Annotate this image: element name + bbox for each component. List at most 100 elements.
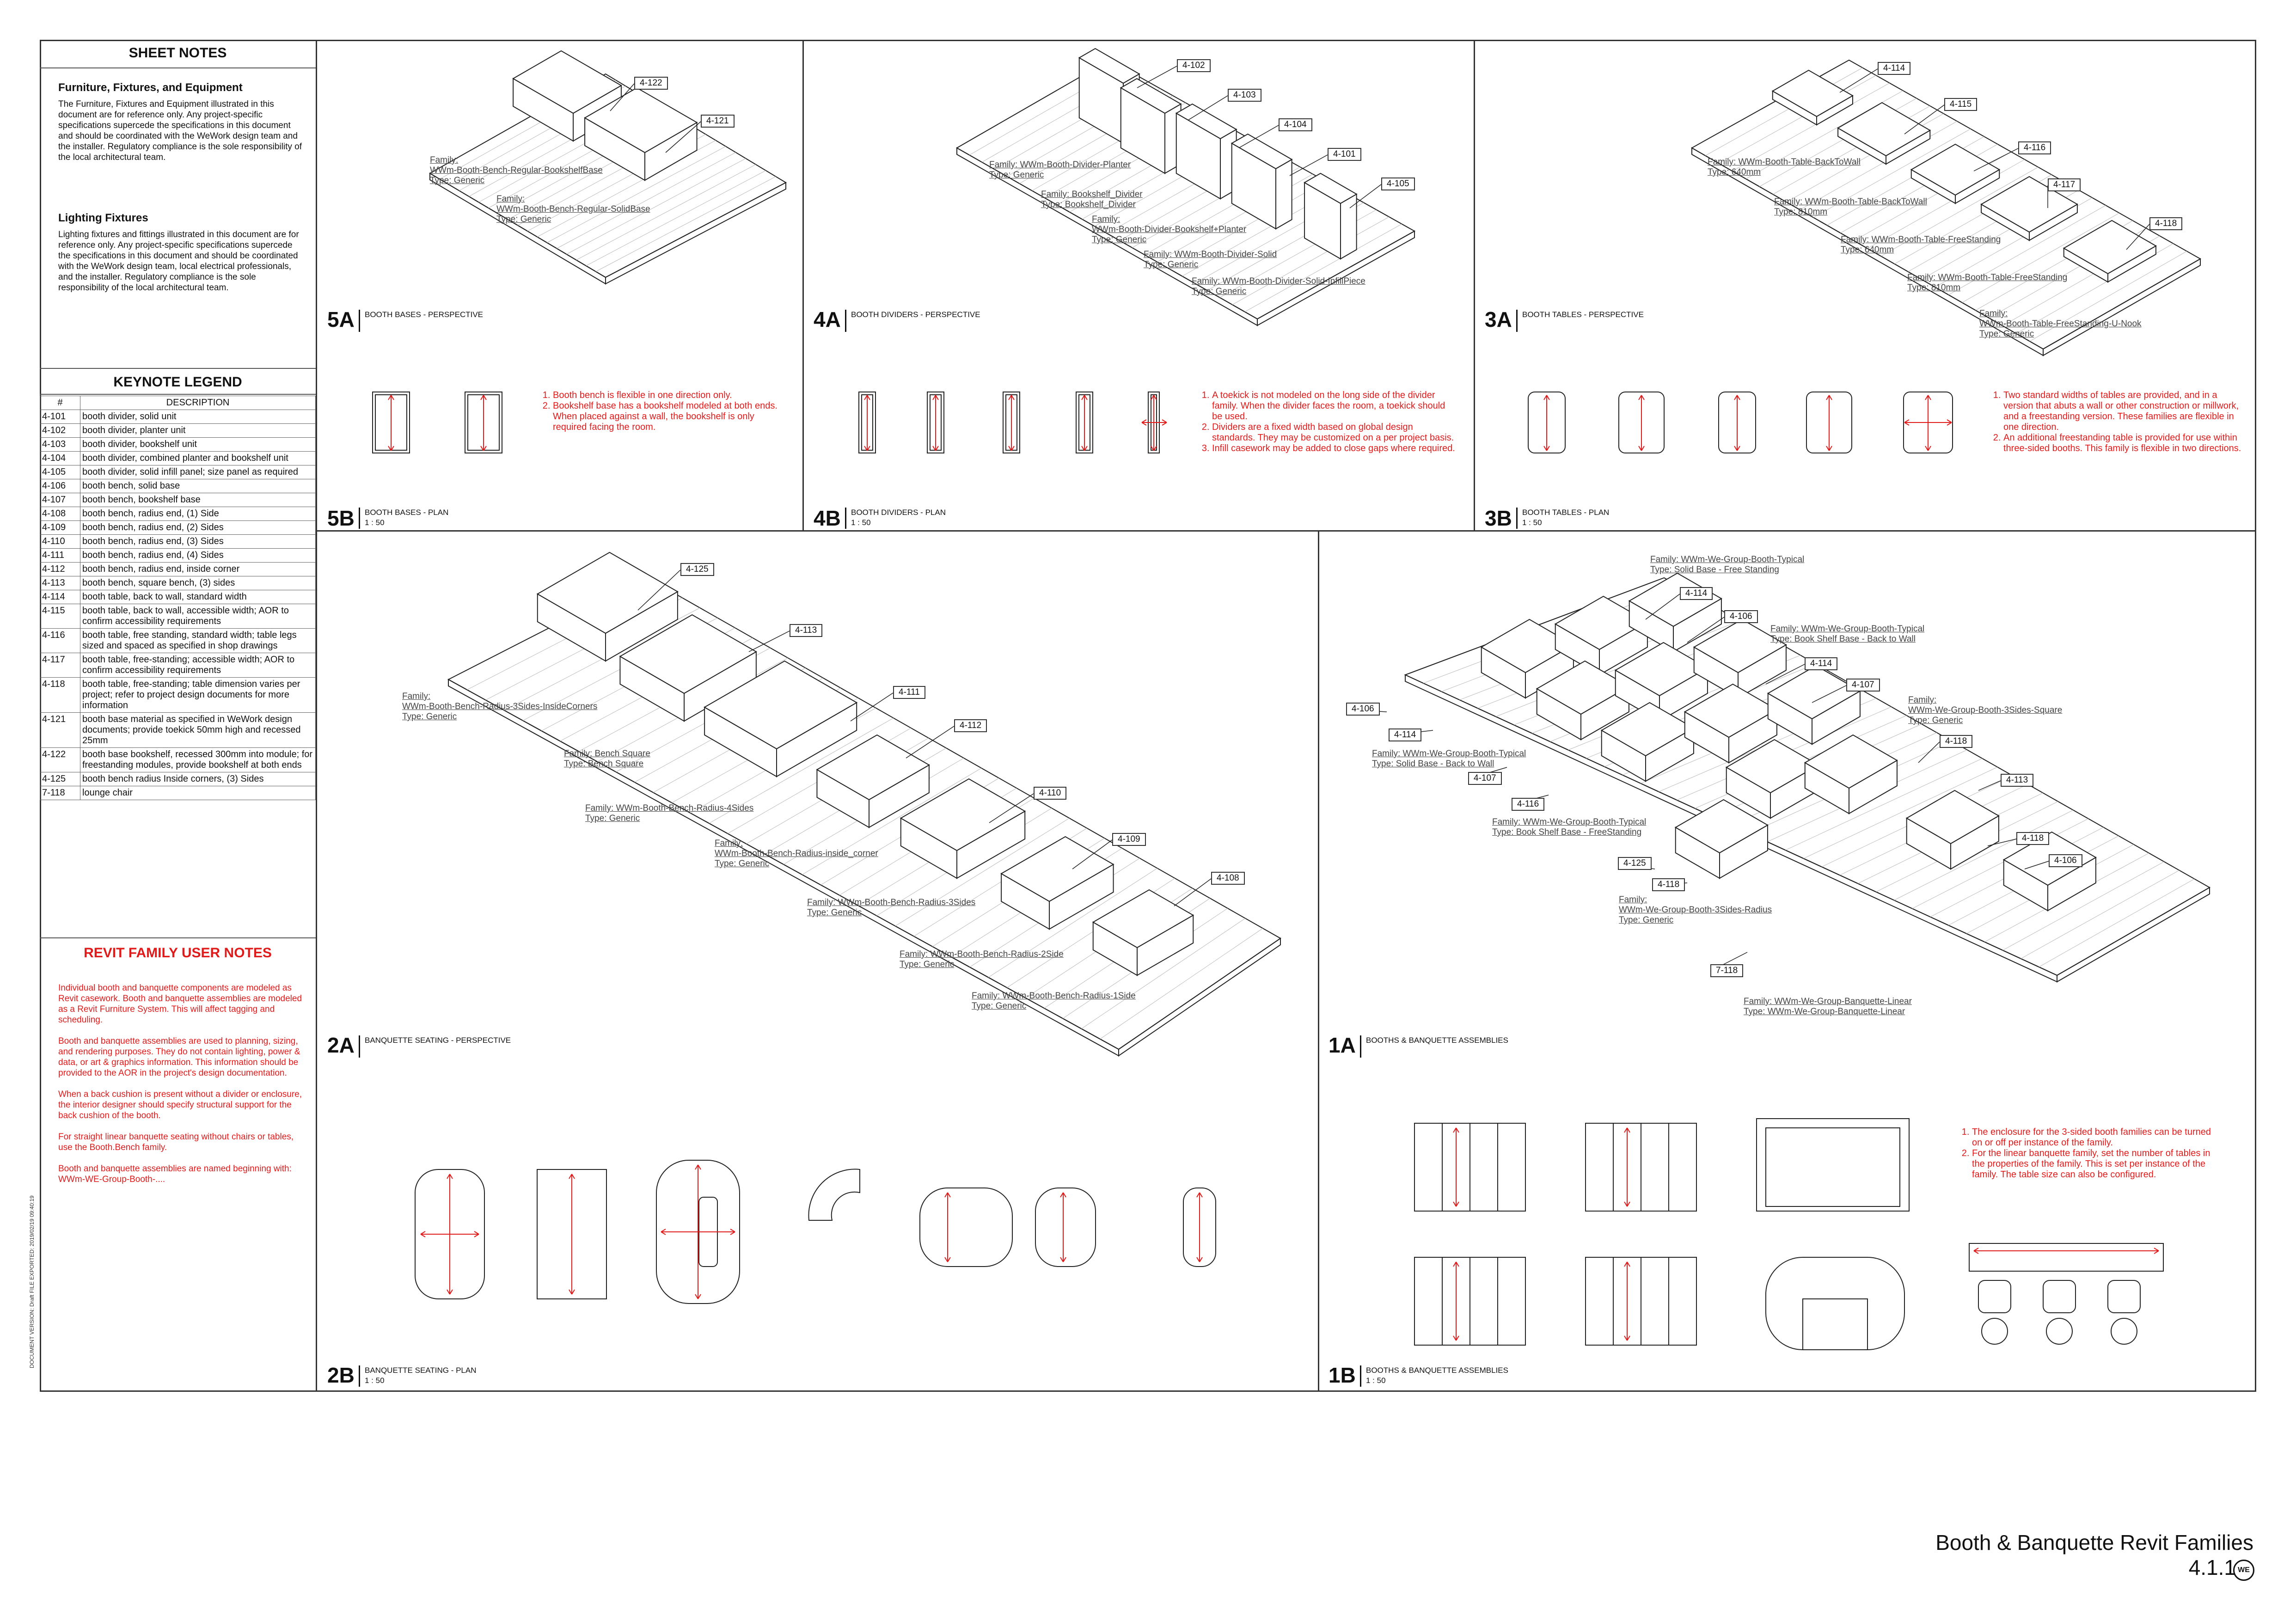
- deck-1a-edge-r: [2057, 887, 2210, 983]
- bench-radius-3sides-top: [900, 778, 1026, 851]
- keynote-description: booth divider, combined planter and book…: [80, 451, 316, 465]
- plan-radius-2sides: [1035, 1187, 1096, 1267]
- deck-5a-stripe: [586, 170, 766, 266]
- dim-4b-1-h1: [932, 395, 936, 400]
- lighting-heading: Lighting Fixtures: [58, 212, 148, 224]
- dim-4b-4-h1: [1151, 395, 1154, 400]
- deck-4a-edge-r: [1257, 230, 1415, 326]
- dim-1b-banquette-h1: [1973, 1248, 1979, 1251]
- keynote-tag: 4-118: [2016, 832, 2050, 845]
- keynote-number: 4-115: [40, 604, 80, 629]
- family-label: Family: WWm-We-Group-Booth-Typical Type:…: [1650, 555, 1805, 575]
- plan-booth-back-to-wall-dim-h1: [1624, 1127, 1628, 1133]
- notes-4b: A toekick is not modeled on the long sid…: [1198, 390, 1457, 454]
- deck-5a-stripe: [595, 176, 776, 272]
- scale-3b: 1 : 50: [1522, 518, 1542, 527]
- keynote-number: 4-117: [40, 653, 80, 678]
- deck-1a-stripe: [1894, 810, 2074, 900]
- keynote-tag: 4-110: [1034, 787, 1067, 800]
- keynote-number: 4-105: [40, 465, 80, 479]
- plan-booth-freestanding-seat-0: [1414, 1123, 1443, 1212]
- keynote-description: booth bench, radius end, (4) Sides: [80, 548, 316, 563]
- plan-booth-back-to-wall-b-dim-h4: [1627, 1335, 1630, 1341]
- keynote-description: booth bench, radius end, (3) Sides: [80, 534, 316, 549]
- keynote-tag: 4-115: [1944, 98, 1978, 111]
- deck-3a-stripe: [1813, 129, 1971, 218]
- booth-module-0-top: [1480, 618, 1574, 673]
- dim-3b-0-h3: [1543, 446, 1547, 451]
- family-label: Family: Bench Square Type: Bench Square: [564, 749, 650, 769]
- keynote-leader: [1174, 878, 1212, 906]
- plan-booth-3sides-radius: [1765, 1257, 1905, 1350]
- dim-2b-3h-h2: [661, 1231, 666, 1235]
- dim-4b-1-h2: [935, 395, 939, 400]
- plan-booth-back-to-wall-b-seat-180: [1668, 1257, 1697, 1346]
- scale-4b: 1 : 50: [851, 518, 871, 527]
- booth-module-4-top: [1614, 642, 1708, 697]
- dim-4b-0-h4: [867, 446, 870, 451]
- dim-4b-0-h2: [867, 395, 870, 400]
- note-1b-1: The enclosure for the 3-sided booth fami…: [1972, 1127, 2212, 1148]
- dim-3b-3-h2: [1829, 395, 1832, 400]
- deck-1a-stripe: [2020, 870, 2180, 959]
- table-free-640-top: [1910, 143, 2001, 196]
- plan-booth-freestanding-dim-h4: [1456, 1201, 1459, 1207]
- revit-notes-title: REVIT FAMILY USER NOTES: [40, 937, 316, 967]
- leader-lines: [610, 66, 2150, 972]
- family-label: Family: WWm-Booth-Bench-Radius-4Sides Ty…: [585, 803, 754, 823]
- deck-3a-stripe: [1732, 83, 1890, 171]
- keynote-tag: 4-118: [1940, 735, 1973, 748]
- family-label: Family: WWm-Booth-Divider-Bookshelf+Plan…: [1092, 214, 1247, 245]
- keynote-number: 4-116: [40, 628, 80, 653]
- dim-2b-2-h3: [569, 1289, 572, 1295]
- keynote-description: booth bench, bookshelf base: [80, 493, 316, 507]
- dim-2b-5-h1: [1060, 1192, 1064, 1198]
- family-label: Family: WWm-Booth-Bench-Radius-3Sides-In…: [402, 692, 598, 722]
- deck-5a-stripe: [557, 152, 736, 249]
- revit-notes-body: Individual booth and banquette component…: [58, 983, 303, 1185]
- family-label: Family: WWm-Booth-Bench-Regular-Bookshel…: [430, 155, 603, 185]
- notes-5b: Booth bench is flexible in one direction…: [539, 390, 784, 433]
- divider-bookshelf-planter-top: [1175, 103, 1237, 140]
- keynote-number: 4-118: [40, 677, 80, 713]
- dim-5b-2-h2: [483, 395, 487, 400]
- keynote-leader: [906, 726, 955, 759]
- keynote-col-desc: DESCRIPTION: [80, 396, 316, 410]
- keynote-description: booth table, free-standing; table dimens…: [80, 677, 316, 713]
- dim-5b-1-h2: [391, 395, 394, 400]
- bench-radius-1side-top: [1092, 889, 1194, 949]
- keynote-tag: 4-118: [1652, 878, 1685, 891]
- dim-3b-2-h1: [1734, 395, 1738, 400]
- keynote-leader: [665, 121, 701, 153]
- dim-4b-4-h3: [1151, 446, 1154, 451]
- keynote-leader: [637, 569, 681, 611]
- bench-radius-3sides-inside-top: [536, 551, 679, 634]
- plan-booth-freestanding-b-dim-h3: [1453, 1335, 1457, 1341]
- keynote-leader: [1238, 125, 1279, 148]
- plan-booth-back-to-wall-b-dim-h1: [1624, 1261, 1628, 1267]
- panel-4-booth-dividers: [802, 40, 1475, 532]
- panel-3-booth-tables: [1474, 40, 2256, 532]
- dim-2b-1-h2: [449, 1174, 453, 1179]
- sheet-title: Booth & Banquette Revit Families: [1935, 1530, 2253, 1555]
- tag-4a: 4A: [814, 307, 841, 331]
- title-2b-text: BANQUETTE SEATING - PLAN: [365, 1366, 477, 1375]
- family-label: Family: Bookshelf_Divider Type: Bookshel…: [1041, 190, 1143, 209]
- dim-2b-1-h4: [449, 1289, 453, 1295]
- family-label: Family: WWm-Booth-Bench-Radius-2Side Typ…: [900, 949, 1064, 969]
- keynote-description: booth table, free standing, standard wid…: [80, 628, 316, 653]
- dim-2b-6-h4: [1199, 1257, 1203, 1262]
- family-label: Family: WWm-Booth-Divider-Solid-InfillPi…: [1192, 276, 1365, 296]
- dim-3b-4-h4: [1928, 446, 1931, 451]
- family-label: Family: WWm-Booth-Bench-Radius-3Sides Ty…: [807, 898, 976, 918]
- title-1b-text: BOOTHS & BANQUETTE ASSEMBLIES: [1366, 1366, 1508, 1375]
- dim-1b-banquette-h3: [2154, 1248, 2159, 1251]
- keynote-description: booth bench, square bench, (3) sides: [80, 576, 316, 590]
